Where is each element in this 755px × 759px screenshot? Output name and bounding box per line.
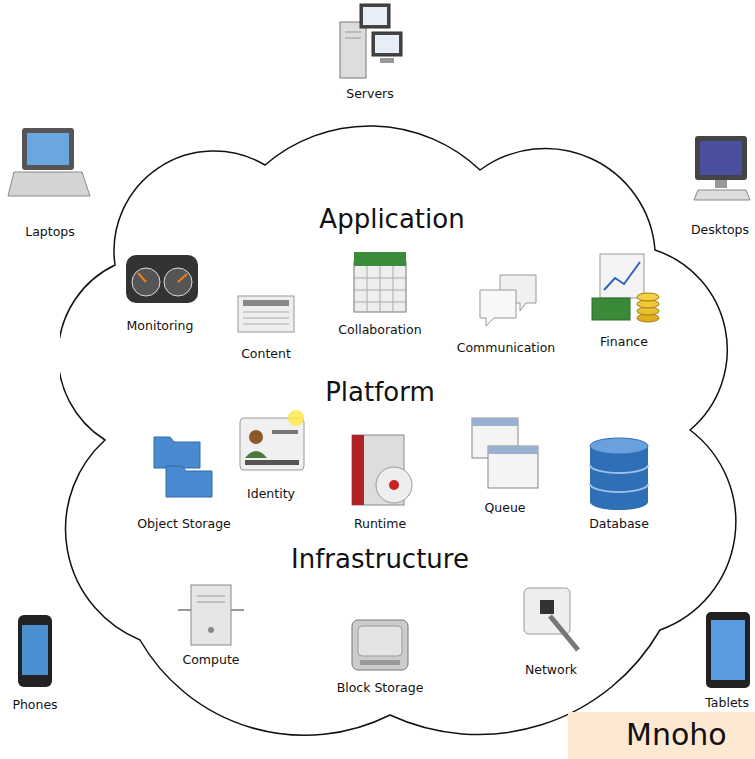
collaboration-icon xyxy=(354,252,406,312)
service-label: Block Storage xyxy=(337,680,424,695)
service-label: Finance xyxy=(600,334,648,349)
note-text: Mnoho xyxy=(626,718,727,753)
network-icon xyxy=(524,588,578,650)
service-label: Database xyxy=(589,516,649,531)
finance-icon xyxy=(592,254,659,322)
device-label: Desktops xyxy=(691,222,749,237)
service-label: Content xyxy=(241,346,291,361)
cloud-region: ApplicationPlatformInfrastructure xyxy=(60,110,750,750)
service-label: Object Storage xyxy=(137,516,231,531)
block-storage-icon xyxy=(352,620,408,670)
cloud-shape xyxy=(60,126,736,735)
device-label: Laptops xyxy=(25,224,75,239)
identity-icon xyxy=(240,410,304,470)
runtime-icon xyxy=(352,435,412,505)
servers-icon xyxy=(340,4,402,78)
service-label: Queue xyxy=(484,500,525,515)
communication-icon xyxy=(480,275,536,326)
service-label: Monitoring xyxy=(127,318,194,333)
service-label: Identity xyxy=(247,486,295,501)
compute-icon xyxy=(178,585,244,645)
device-label: Servers xyxy=(346,86,394,101)
layer-heading: Infrastructure xyxy=(291,545,469,575)
service-label: Communication xyxy=(457,340,556,355)
laptop-icon xyxy=(8,128,90,196)
database-icon xyxy=(590,438,648,510)
content-icon xyxy=(238,296,294,332)
tablet-icon xyxy=(706,612,750,688)
device-label: Phones xyxy=(12,697,57,712)
note-box: Mnoho xyxy=(568,712,755,759)
monitoring-icon xyxy=(126,255,198,303)
layer-heading: Platform xyxy=(325,378,435,408)
layer-heading: Application xyxy=(319,205,464,235)
service-label: Collaboration xyxy=(338,322,421,337)
service-label: Network xyxy=(525,662,577,677)
phone-icon xyxy=(18,615,52,687)
desktop-icon xyxy=(694,136,750,200)
object-storage-icon xyxy=(154,437,212,497)
queue-icon xyxy=(472,418,538,488)
device-label: Tablets xyxy=(705,695,749,710)
service-label: Runtime xyxy=(354,516,406,531)
service-label: Compute xyxy=(182,652,239,667)
